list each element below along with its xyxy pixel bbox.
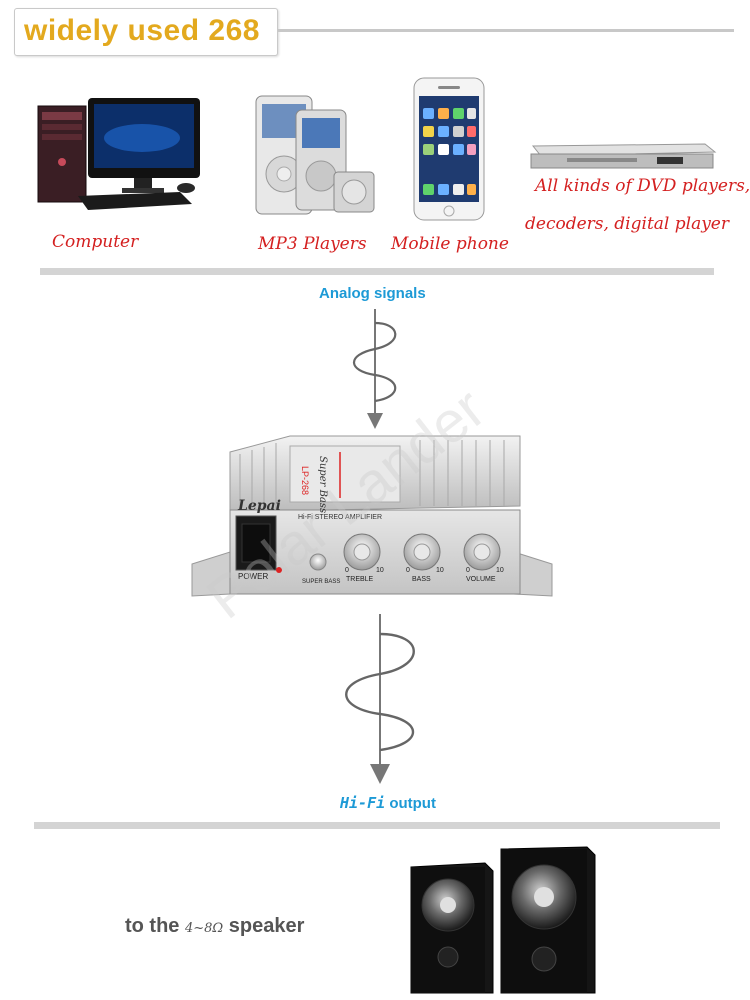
power-label: POWER: [238, 572, 268, 581]
title-box: [14, 8, 278, 56]
device-label-dvd-line1: All kinds of DVD players,: [535, 176, 750, 196]
device-label-mobile: Mobile phone: [391, 234, 509, 254]
speakers-image: [410, 846, 596, 994]
treble-label: TREBLE: [346, 576, 374, 583]
superbass-label: SUPER BASS: [302, 579, 340, 585]
title-text: widely used: [24, 14, 200, 47]
output-text: output: [389, 795, 436, 812]
bass-label: BASS: [412, 576, 431, 583]
device-label-mp3: MP3 Players: [258, 234, 367, 254]
speaker-impedance: 4~8Ω: [185, 921, 224, 936]
title-number: 268: [208, 14, 260, 47]
dvd-player-image: [530, 143, 717, 169]
mp3-player-image: [255, 95, 375, 215]
section-divider-bottom: [34, 822, 720, 829]
amp-subtitle: Hi-Fi STEREO AMPLIFIER: [298, 514, 382, 521]
speaker-caption: to the 4~8Ω speaker: [125, 915, 304, 938]
amplifier-image: Lepai Hi-Fi STEREO AMPLIFIER LP-268 Supe…: [191, 435, 553, 597]
analog-signals-label: Analog signals: [319, 285, 426, 302]
title-divider: [278, 29, 734, 32]
computer-image: [37, 98, 200, 210]
volume-label: VOLUME: [466, 576, 496, 583]
speaker-prefix: to the: [125, 915, 180, 937]
amp-model: LP-268: [300, 466, 310, 495]
bass-max: 10: [436, 567, 444, 574]
page-title: widely used 268: [24, 14, 260, 48]
bass-min: 0: [406, 567, 410, 574]
hifi-text: Hi-Fi: [340, 794, 386, 812]
treble-min: 0: [345, 567, 349, 574]
treble-max: 10: [376, 567, 384, 574]
device-label-dvd-line2: decoders, digital player: [525, 214, 729, 234]
speaker-suffix: speaker: [228, 915, 305, 937]
mobile-phone-image: [413, 77, 485, 221]
device-label-computer: Computer: [52, 232, 139, 252]
volume-min: 0: [466, 567, 470, 574]
signal-wave-input-icon: [353, 309, 397, 429]
section-divider: [40, 268, 714, 275]
signal-wave-output-icon: [345, 614, 415, 784]
amp-badge: Super Bass: [317, 456, 328, 513]
hifi-output-label: Hi-Fi output: [340, 794, 436, 812]
amp-brand: Lepai: [237, 498, 281, 514]
volume-max: 10: [496, 567, 504, 574]
